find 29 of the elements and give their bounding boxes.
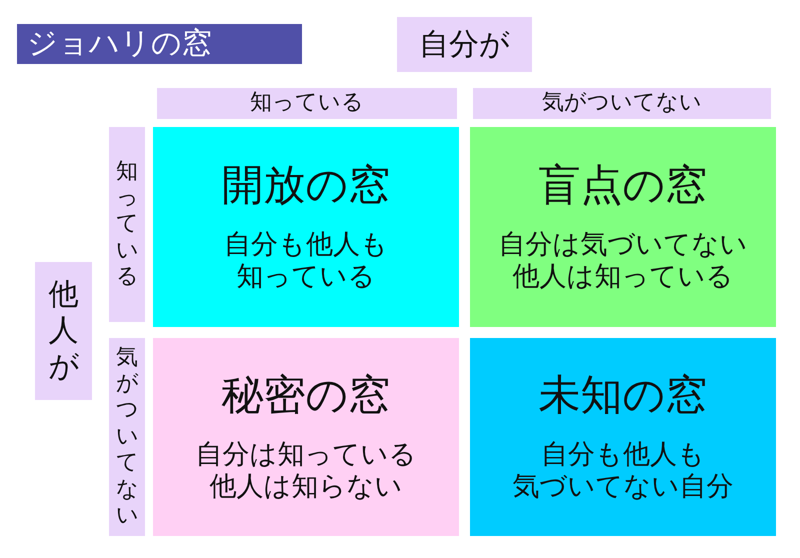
window-heading: 開放の窓	[222, 160, 390, 211]
header-label: 他人が	[48, 277, 78, 385]
header-band	[157, 88, 457, 119]
quadrant-panel	[153, 127, 459, 327]
window-heading: 盲点の窓	[538, 160, 708, 211]
window-description: 他人は知らない	[210, 471, 402, 504]
header-band	[397, 17, 532, 72]
window-description: 自分も他人も	[224, 228, 388, 262]
header-label: 気がついてない	[542, 90, 702, 117]
window-description: 自分は知っている	[196, 438, 416, 472]
header-label: 知っている	[250, 90, 364, 117]
window-description: 知っている	[236, 261, 376, 294]
window-heading: 未知の窓	[538, 370, 708, 421]
window-description: 自分は気づいてない	[498, 228, 748, 262]
window-description: 自分も他人も	[541, 438, 705, 472]
quadrant-panel	[470, 127, 776, 327]
row-header-band	[109, 127, 145, 322]
header-label: 気がついてない	[116, 344, 138, 530]
header-label: 自分が	[419, 26, 510, 62]
row-header-band	[35, 262, 92, 400]
title: ジョハリの窓	[17, 24, 302, 64]
row-header-band	[109, 338, 145, 536]
header-label: 知っている	[116, 158, 138, 290]
window-heading: 秘密の窓	[222, 370, 390, 421]
window-description: 他人は知っている	[512, 261, 734, 294]
header-band	[473, 88, 771, 119]
quadrant-panel	[470, 338, 776, 536]
quadrant-panel	[153, 338, 459, 536]
window-description: 気づいてない自分	[512, 471, 734, 504]
